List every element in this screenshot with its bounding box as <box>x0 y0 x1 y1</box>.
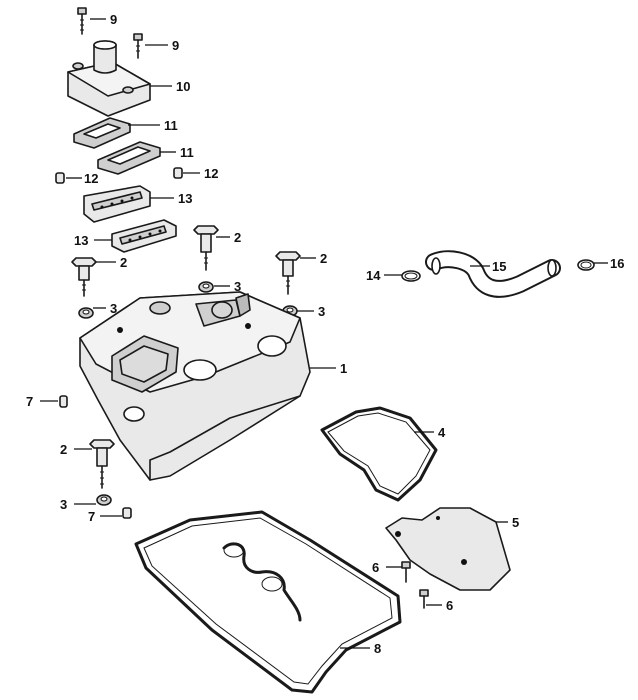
cover-gasket-part-4 <box>320 406 438 502</box>
gasket-part-11-upper <box>73 117 131 149</box>
baffle-plate-part-13-upper <box>83 185 151 223</box>
cap-part-7-lower <box>122 507 132 519</box>
callout-6: 6 <box>372 560 379 575</box>
callout-13: 13 <box>178 191 192 206</box>
leader-lines <box>40 18 608 649</box>
grommet-part-3-lower <box>96 494 112 506</box>
cap-part-7-upper <box>59 395 68 408</box>
callout-3: 3 <box>318 304 325 319</box>
heat-shield-part-5 <box>385 507 511 591</box>
callout-4: 4 <box>438 425 446 440</box>
callout-10: 10 <box>176 79 190 94</box>
callout-3: 3 <box>234 279 241 294</box>
callout-3: 3 <box>110 301 117 316</box>
callout-2: 2 <box>234 230 241 245</box>
screw-part-6-lower <box>419 589 429 609</box>
cover-bolt-part-2-right <box>275 251 301 295</box>
cover-bolt-part-2-left <box>71 257 97 297</box>
bolt-part-9-left <box>77 7 87 35</box>
bolt-part-9-right <box>133 33 143 59</box>
callout-11: 11 <box>164 118 178 133</box>
callout-8: 8 <box>374 641 381 656</box>
callout-11: 11 <box>180 145 194 160</box>
valve-cover-gasket-part-8 <box>134 510 402 694</box>
callout-9: 9 <box>110 12 117 27</box>
breather-cover-part-10 <box>67 40 151 117</box>
callout-5: 5 <box>512 515 519 530</box>
callout-14: 14 <box>366 268 381 283</box>
callout-16: 16 <box>610 256 624 271</box>
callout-2: 2 <box>60 442 67 457</box>
callout-12: 12 <box>204 166 218 181</box>
callout-2: 2 <box>320 251 327 266</box>
callout-13: 13 <box>74 233 88 248</box>
plug-part-12-right <box>173 167 183 179</box>
callout-7: 7 <box>26 394 33 409</box>
cover-bolt-part-2-lower <box>89 439 115 489</box>
screw-part-6-upper <box>401 561 411 583</box>
callout-15: 15 <box>492 259 506 274</box>
cylinder-head-cover-part-1 <box>79 291 311 481</box>
hose-clamp-part-16 <box>577 259 595 271</box>
plug-part-12-left <box>55 172 65 184</box>
callout-1: 1 <box>340 361 347 376</box>
callout-3: 3 <box>60 497 67 512</box>
hose-clamp-part-14 <box>401 270 421 282</box>
callout-9: 9 <box>172 38 179 53</box>
gasket-part-11-lower <box>97 141 161 175</box>
cover-bolt-part-2-center <box>193 225 219 271</box>
callout-7: 7 <box>88 509 95 524</box>
baffle-plate-part-13-lower <box>111 219 177 253</box>
grommet-part-3-center <box>198 281 214 293</box>
callout-2: 2 <box>120 255 127 270</box>
grommet-part-3-left <box>78 307 94 319</box>
callout-12: 12 <box>84 171 98 186</box>
callout-6: 6 <box>446 598 453 613</box>
breather-hose-part-15 <box>425 250 561 298</box>
